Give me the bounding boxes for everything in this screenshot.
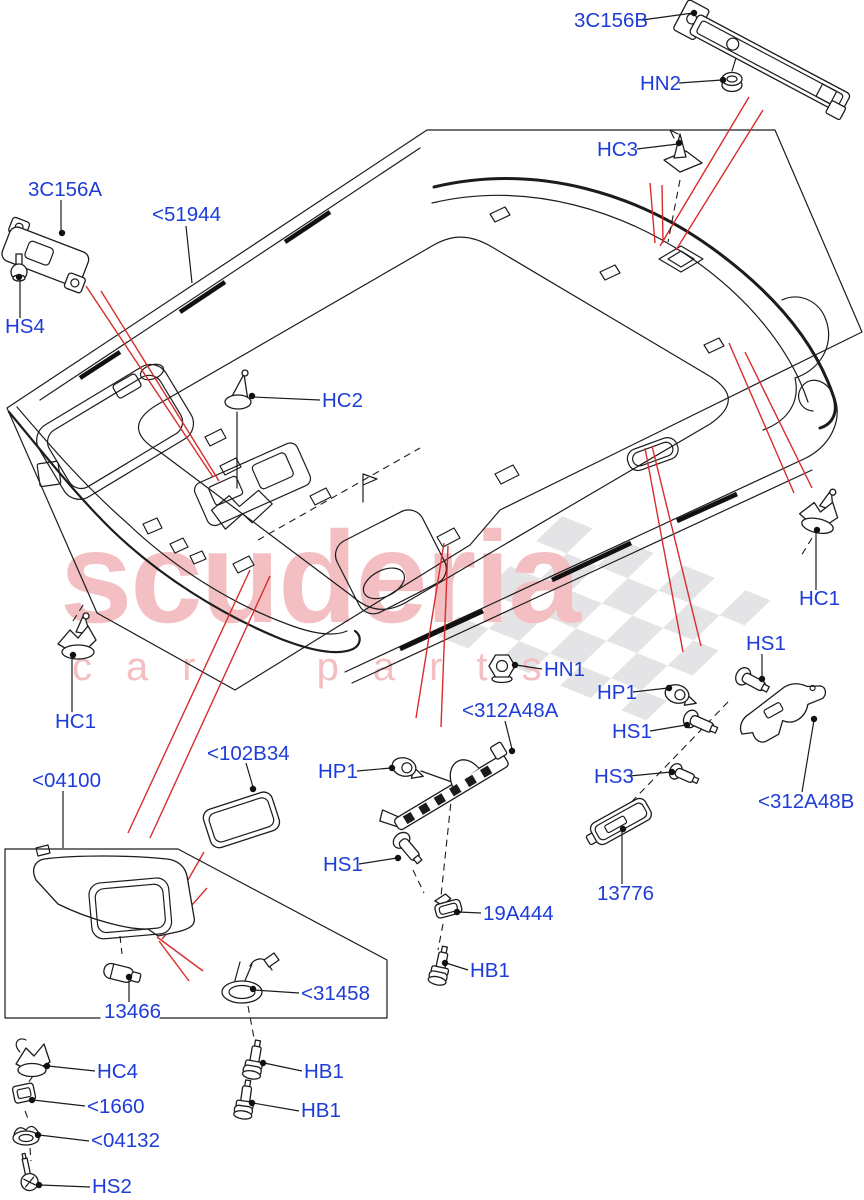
part-label-hs1-mid: HS1 — [612, 720, 652, 743]
part-label-hs3: HS3 — [594, 765, 634, 788]
part-label-hc1-left: HC1 — [55, 710, 96, 733]
part-label-hb1-bottom1: HB1 — [304, 1060, 344, 1083]
visor-mirror-recess — [88, 877, 173, 940]
sun-visor-box — [4, 848, 388, 1019]
part-hs1-screw-topright — [735, 667, 770, 693]
part-label-hs1-left: HS1 — [323, 853, 363, 876]
part-label-13776: 13776 — [597, 882, 654, 905]
part-hs2-screw — [20, 1152, 39, 1192]
part-label-hn2: HN2 — [640, 72, 681, 95]
part-3c156a-module — [1, 216, 90, 294]
part-label-hp1-left: HP1 — [318, 760, 358, 783]
part-19a444-bracket — [434, 893, 463, 919]
part-hc1-clip-left — [57, 612, 97, 660]
part-label-hc4: HC4 — [97, 1060, 138, 1083]
sun-visor — [33, 844, 196, 940]
part-label-hs4: HS4 — [5, 315, 45, 338]
part-label-hp1-right: HP1 — [597, 681, 637, 704]
checkered-flag-watermark — [437, 516, 771, 721]
watermark: scuderia car parts — [60, 504, 771, 721]
part-3c156b-rail — [673, 0, 851, 121]
part-hs1-screw-left — [392, 831, 423, 865]
part-102b34-pad — [202, 791, 281, 849]
part-label-3c156a: 3C156A — [28, 178, 102, 201]
part-label-04100: <04100 — [32, 769, 101, 792]
part-13776-lamp — [585, 797, 652, 846]
part-label-04132: <04132 — [91, 1129, 160, 1152]
part-hc2-clip — [224, 369, 252, 410]
part-label-hb1-mid: HB1 — [470, 959, 510, 982]
part-label-312a48b: <312A48B — [758, 790, 854, 813]
headliner-panel — [7, 177, 837, 654]
part-13466-bulb — [103, 962, 142, 983]
part-label-31458: <31458 — [301, 982, 370, 1005]
part-label-hs2: HS2 — [92, 1175, 132, 1198]
part-label-3c156b: 3C156B — [574, 9, 648, 32]
part-label-hc3: HC3 — [597, 138, 638, 161]
part-312a48a-bracket — [379, 741, 509, 831]
part-label-hc2: HC2 — [322, 389, 363, 412]
sheet-outline — [6, 129, 863, 691]
part-hb1-bolt-bottom2 — [233, 1079, 254, 1120]
leader-lines — [15, 9, 821, 1189]
part-hb1-bolt-bottom1 — [241, 1039, 264, 1080]
part-hc4-clip — [15, 1038, 51, 1078]
watermark-brand-text: scuderia — [60, 504, 582, 650]
part-hb1-bolt-mid — [427, 945, 450, 986]
part-label-hb1-bottom2: HB1 — [301, 1099, 341, 1122]
part-label-1660: <1660 — [87, 1095, 145, 1118]
mounting-pad — [658, 245, 704, 273]
part-hn1-nut — [488, 654, 516, 684]
part-hc1-clip-right — [798, 488, 839, 535]
part-label-hn1: HN1 — [544, 658, 585, 681]
part-hs3-screw — [668, 762, 700, 785]
red-position-lines — [85, 96, 813, 982]
part-hp1-screw-left — [391, 757, 424, 779]
part-label-51944: <51944 — [152, 203, 221, 226]
part-312a48b-bracket — [739, 683, 827, 743]
part-hc3-clip — [663, 129, 703, 173]
part-label-hs1-topright: HS1 — [746, 632, 786, 655]
watermark-tagline-text: car parts — [72, 645, 576, 689]
part-label-102b34: <102B34 — [207, 742, 290, 765]
rear-lamp-housing — [334, 509, 447, 615]
overhead-console-detail — [193, 442, 312, 530]
part-31458-clip — [221, 952, 280, 1004]
part-label-312a48a: <312A48A — [462, 699, 559, 722]
part-labels: 3C156A <51944 HS4 3C156B HN2 HC3 HC2 HC1… — [5, 9, 854, 1198]
part-label-13466: 13466 — [104, 1000, 161, 1023]
part-label-19a444: 19A444 — [483, 902, 554, 925]
part-label-hc1-right: HC1 — [799, 587, 840, 610]
